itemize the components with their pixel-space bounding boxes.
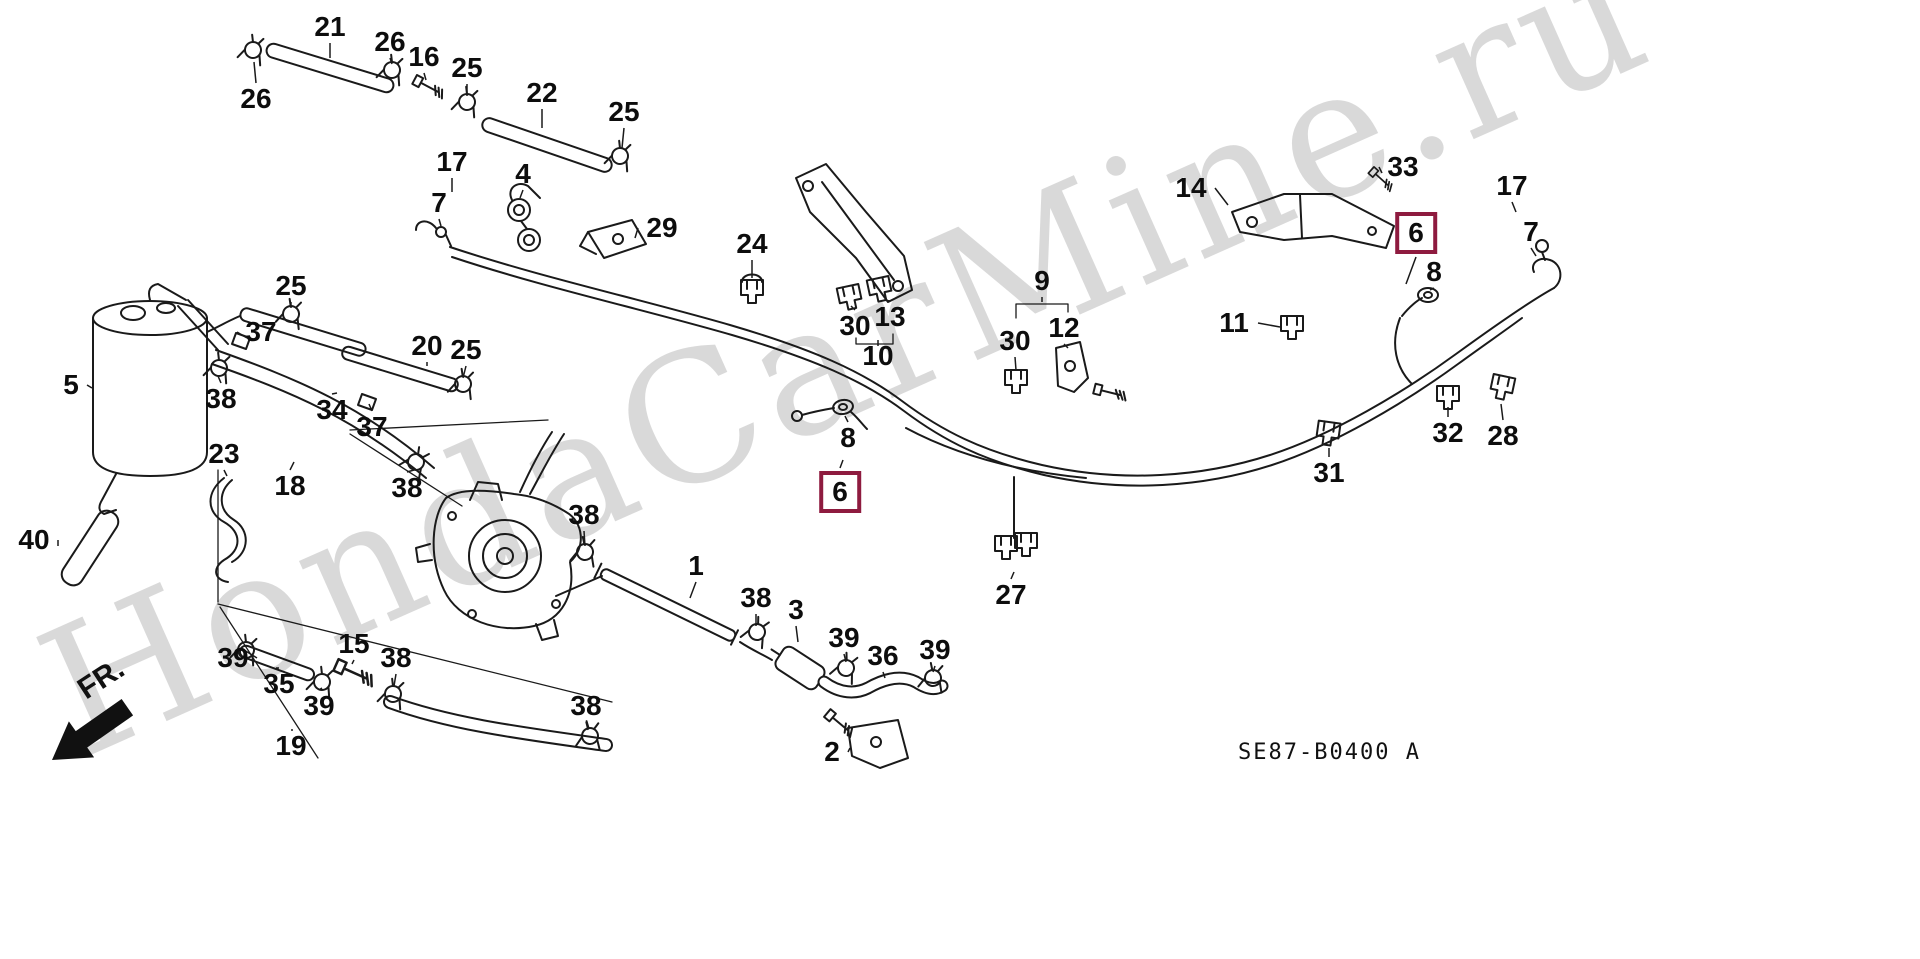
part-label[interactable]: 18 [274,470,306,501]
part-label[interactable]: 25 [451,52,483,83]
highlighted-part-label[interactable]: 6 [819,471,861,513]
part-label[interactable]: 16 [408,41,440,72]
bracket-14 [1231,193,1395,249]
part-label[interactable]: 29 [646,212,678,243]
part-label[interactable]: 38 [205,383,237,414]
hose-19 [383,695,613,752]
highlighted-part-label[interactable]: 6 [1395,212,1437,254]
tube-35 [238,644,316,682]
part-label[interactable]: 26 [240,83,272,114]
pipe-bracket-center [795,163,913,303]
part-label[interactable]: 38 [391,472,423,503]
part-label[interactable]: 9 [1034,265,1050,296]
part-label[interactable]: 20 [411,330,443,361]
diagram-code: SE87-B0400 A [1238,740,1421,765]
part-label[interactable]: 37 [245,316,277,347]
part-label[interactable]: 28 [1487,420,1519,451]
construction-lines [217,303,1069,759]
part-label[interactable]: 10 [862,340,894,371]
part-label[interactable]: 33 [1387,151,1419,182]
part-label[interactable]: 39 [828,622,860,653]
part-label[interactable]: 38 [740,582,772,613]
part-label[interactable]: 3 [788,594,804,625]
part-label[interactable]: 39 [303,690,335,721]
part-label[interactable]: 7 [431,187,447,218]
part-label[interactable]: 15 [338,628,370,659]
fuel-pipe-1 [593,562,773,661]
part-label[interactable]: 25 [450,334,482,365]
part-label[interactable]: 27 [995,579,1027,610]
part-label[interactable]: 38 [568,499,600,530]
part-label[interactable]: 32 [1432,417,1464,448]
part-label[interactable]: 35 [263,668,295,699]
part-label[interactable]: 17 [436,146,468,177]
grommet-right [1394,287,1439,385]
part-label[interactable]: 1 [688,550,704,581]
part-label[interactable]: 11 [1219,307,1249,338]
wire-clip-23 [209,477,247,583]
throttle-body [415,431,603,641]
part-label[interactable]: 8 [1426,256,1442,287]
part-label[interactable]: 22 [526,77,558,108]
part-label[interactable]: 4 [515,158,531,189]
part-label[interactable]: 13 [874,301,906,332]
part-label[interactable]: 8 [840,422,856,453]
part-label[interactable]: 38 [570,690,602,721]
mid-tubes [211,307,459,479]
grommet-center [791,398,868,430]
part-label[interactable]: 25 [608,96,640,127]
bracket-12 [1055,341,1089,393]
drain-hose [60,509,120,587]
part-label[interactable]: 36 [867,640,899,671]
part-label[interactable]: 31 [1313,457,1345,488]
bracket-29 [579,219,647,259]
clamp-4 [507,182,541,252]
canister [92,283,241,515]
bracket-2 [847,719,909,769]
part-label[interactable]: 40 [18,524,50,555]
part-label[interactable]: 5 [63,369,79,400]
part-label[interactable]: 37 [356,411,388,442]
part-label[interactable]: 39 [217,642,249,673]
part-label[interactable]: 38 [380,642,412,673]
part-label[interactable]: 23 [208,438,240,469]
part-label[interactable]: 12 [1048,312,1080,343]
part-label[interactable]: 30 [839,310,871,341]
part-label[interactable]: 2 [824,736,840,767]
part-label[interactable]: 14 [1175,172,1207,203]
part-label[interactable]: 17 [1496,170,1528,201]
part-label[interactable]: 26 [374,26,406,57]
part-label[interactable]: 19 [275,730,307,761]
part-label[interactable]: 21 [314,11,346,42]
part-label[interactable]: 25 [275,270,307,301]
part-label[interactable]: 34 [316,394,348,425]
vent-tubes [265,42,613,173]
part-label[interactable]: 7 [1523,216,1539,247]
part-label[interactable]: 24 [736,228,768,259]
part-label[interactable]: 39 [919,634,951,665]
hose-36 [817,671,949,699]
fuel-lines [415,220,1562,539]
part-label[interactable]: 30 [999,325,1031,356]
